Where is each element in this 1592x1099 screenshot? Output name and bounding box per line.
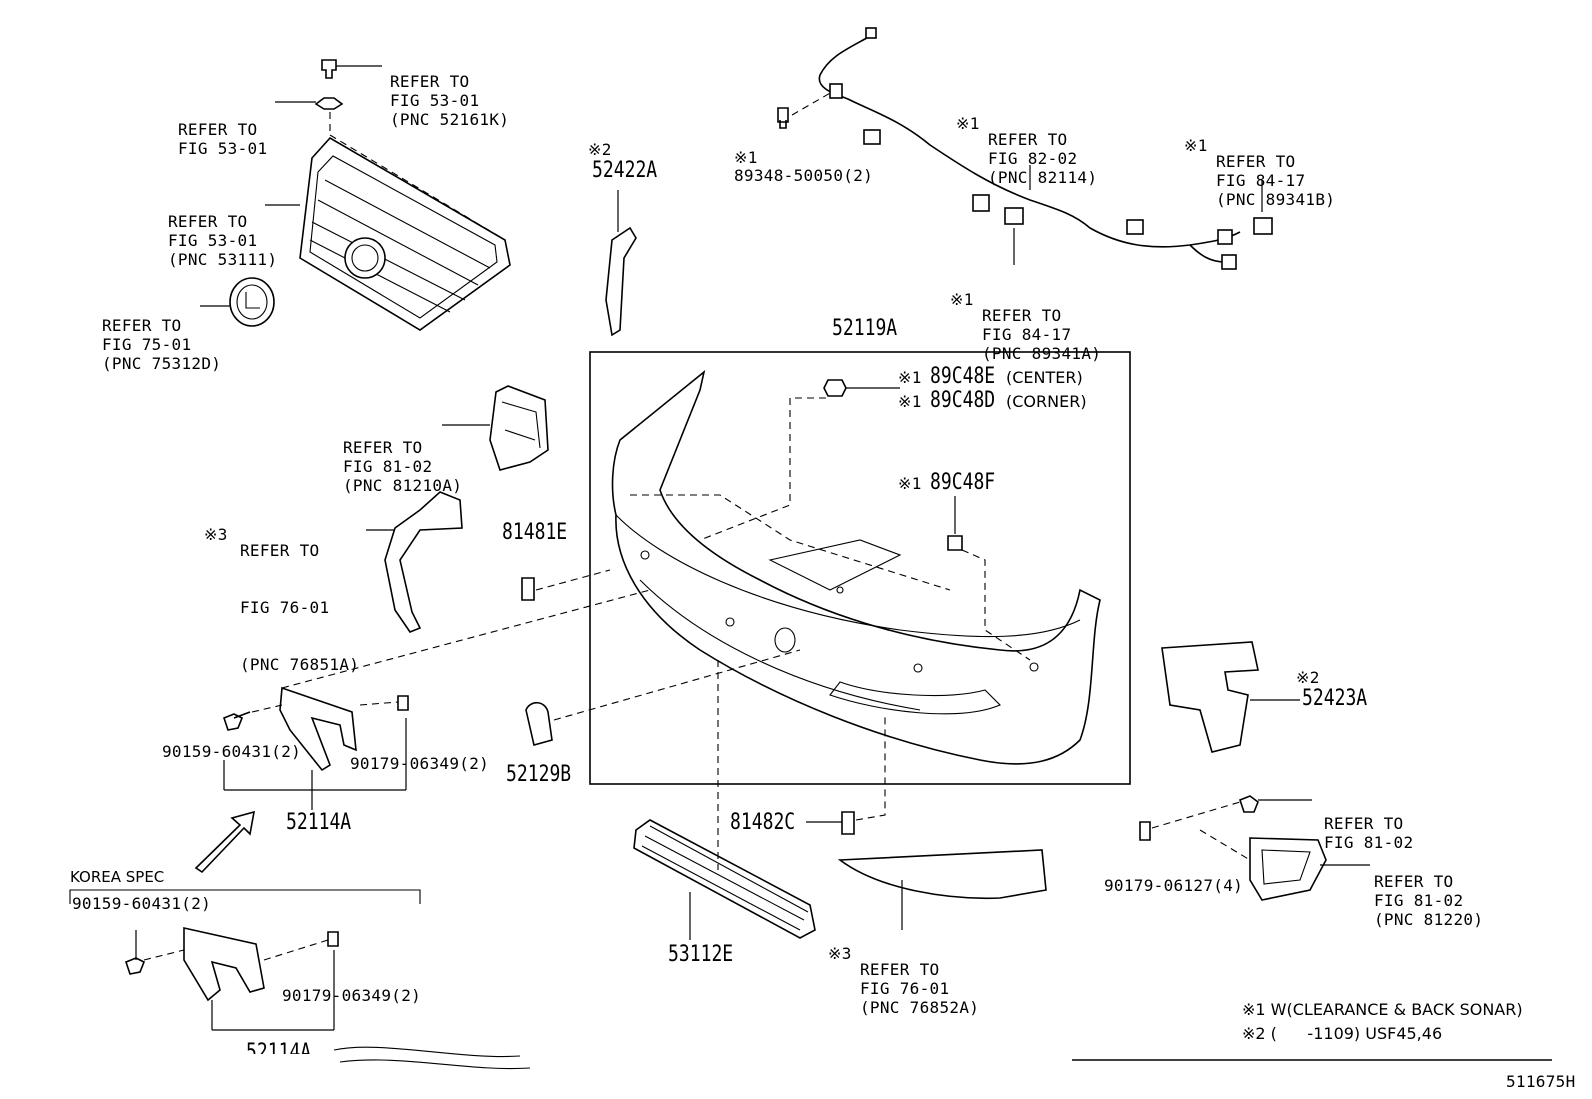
part-53112E: 53112E — [668, 942, 734, 967]
mark-1-89C48E: ※1 — [898, 368, 922, 387]
part-52423A: 52423A — [1302, 686, 1368, 711]
note-center: (CENTER) — [1006, 368, 1083, 387]
arrow-icon — [194, 810, 256, 874]
bracket-52422A-icon — [605, 190, 637, 337]
part-89C48F: 89C48F — [930, 470, 996, 495]
cap-81481E-icon — [521, 569, 611, 601]
part-81481E: 81481E — [502, 520, 568, 545]
part-90179-06127: 90179-06127(4) — [1104, 876, 1244, 895]
mark-3-left: ※3 — [204, 525, 228, 544]
bumper-icon — [611, 369, 1101, 765]
part-89348: 89348-50050(2) — [734, 166, 874, 185]
note-1: ※1 W(CLEARANCE & BACK SONAR) — [1242, 1000, 1523, 1019]
mark-1-89348: ※1 — [734, 148, 758, 167]
grille-clip-icon — [275, 59, 382, 135]
clip-89C48E-icon — [699, 379, 900, 541]
wire-harness-icon — [777, 27, 1273, 270]
emblem-icon — [200, 277, 275, 327]
part-52119A: 52119A — [832, 316, 898, 341]
part-52129B: 52129B — [506, 762, 572, 787]
korea-90179: 90179-06349(2) — [282, 986, 422, 1005]
korea-90159: 90159-60431(2) — [72, 894, 212, 913]
bracket-52423A-icon — [1161, 641, 1300, 753]
label-moulding-left: REFER TO FIG 76-01 (PNC 76851A) — [240, 541, 360, 674]
mark-2-52423A: ※2 — [1296, 668, 1320, 687]
mark-1-sensor-a: ※1 — [950, 290, 974, 309]
part-89C48E: 89C48E — [930, 364, 996, 389]
figure-id: 511675H — [1506, 1072, 1576, 1091]
mark-1-89C48D: ※1 — [898, 392, 922, 411]
part-89C48D: 89C48D — [930, 388, 996, 413]
note-corner: (CORNER) — [1006, 392, 1087, 411]
part-81482C: 81482C — [730, 810, 796, 835]
mark-3-right: ※3 — [828, 944, 852, 963]
grille-icon — [265, 134, 511, 331]
mark-2-top: ※2 — [588, 140, 612, 159]
moulding-right-icon — [837, 849, 1047, 930]
part-52422A: 52422A — [592, 158, 658, 183]
clip-89C48F-icon — [947, 496, 1031, 661]
partial-fragment — [333, 1046, 531, 1070]
korea-spec-box — [69, 889, 421, 1031]
mark-1-wire: ※1 — [956, 114, 980, 133]
bumper-frame — [589, 351, 1131, 785]
mark-1-sensor-b: ※1 — [1184, 136, 1208, 155]
korea-52114A: 52114A — [246, 1040, 312, 1054]
moulding-left-icon — [366, 491, 463, 633]
note-2: ※2 ( -1109) USF45,46 — [1242, 1024, 1443, 1043]
foglamp-icon — [1139, 795, 1370, 901]
cap-52129B-icon — [525, 649, 801, 746]
lower-grille-icon — [633, 660, 816, 940]
license-bracket-icon — [223, 589, 651, 810]
part-90159: 90159-60431(2) — [162, 742, 302, 761]
headlamp-icon — [442, 385, 549, 471]
part-52114A: 52114A — [286, 810, 352, 835]
cap-81482C-icon — [806, 715, 886, 835]
mark-1-89C48F: ※1 — [898, 474, 922, 493]
korea-spec-title: KOREA SPEC — [70, 868, 165, 886]
part-90179: 90179-06349(2) — [350, 754, 490, 773]
